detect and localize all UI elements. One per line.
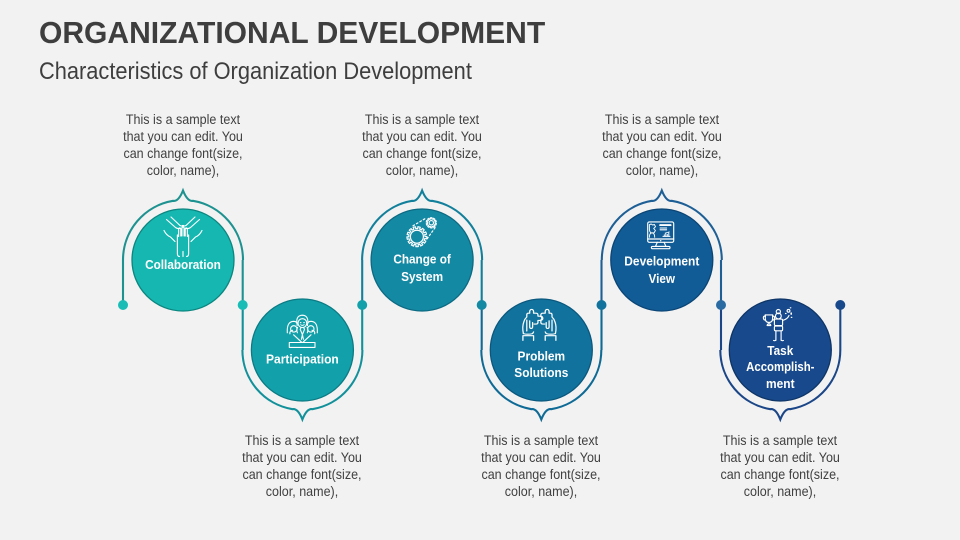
svg-text:Participation: Participation [266, 351, 339, 366]
svg-text:System: System [401, 269, 443, 284]
svg-text:Solutions: Solutions [514, 365, 568, 380]
svg-text:Problem: Problem [518, 348, 566, 363]
svg-text:View: View [649, 271, 676, 286]
svg-text:Task: Task [767, 343, 794, 358]
svg-text:ment: ment [766, 376, 795, 391]
svg-text:Change of: Change of [393, 252, 451, 267]
svg-text:Accomplish-: Accomplish- [746, 359, 814, 374]
svg-text:Development: Development [624, 254, 700, 269]
svg-text:Collaboration: Collaboration [145, 257, 221, 272]
